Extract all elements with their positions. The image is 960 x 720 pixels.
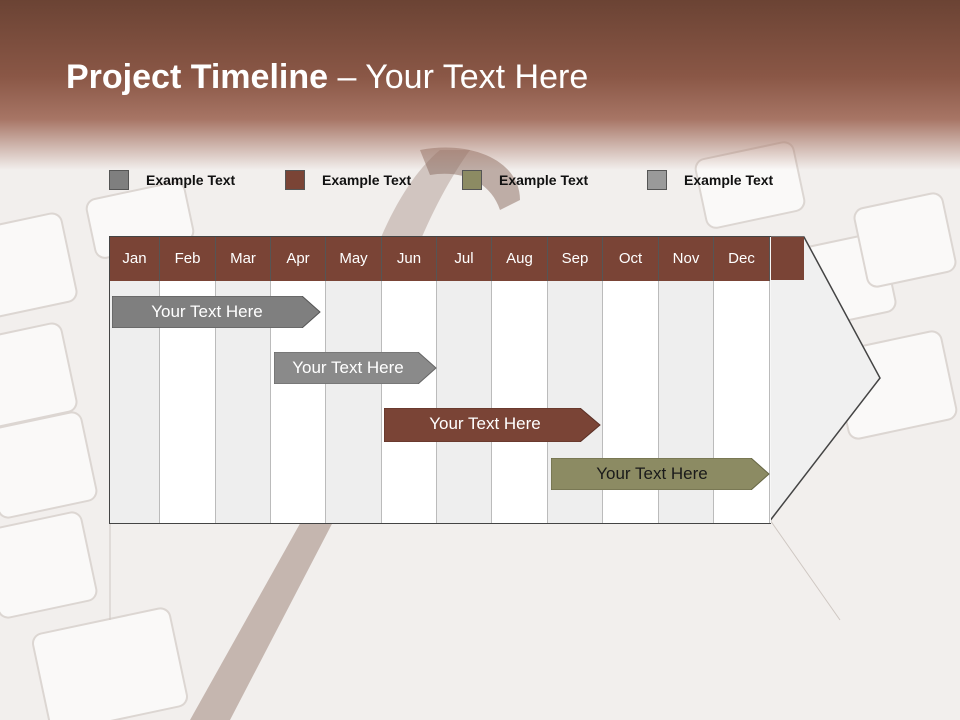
legend-swatch (647, 170, 667, 190)
task-bar[interactable]: Your Text Here (384, 408, 602, 442)
page-title: Project Timeline – Your Text Here (66, 58, 588, 97)
month-column (492, 281, 548, 523)
task-label: Your Text Here (429, 414, 541, 433)
month-header: Apr (271, 237, 326, 281)
month-header: May (326, 237, 382, 281)
title-rest: – Your Text Here (328, 58, 589, 96)
task-bar-shape (384, 408, 601, 442)
timeline-arrowhead (768, 236, 881, 525)
legend-label: Example Text (146, 172, 236, 188)
task-bar[interactable]: Your Text Here (551, 458, 771, 490)
task-label: Your Text Here (292, 358, 404, 377)
month-header: Jul (437, 237, 492, 281)
task-label: Your Text Here (151, 302, 263, 321)
legend-label: Example Text (684, 172, 774, 188)
task-bar-shape (112, 296, 321, 328)
month-column (437, 281, 492, 523)
month-column (382, 281, 437, 523)
month-header: Jan (110, 237, 160, 281)
task-bar[interactable]: Your Text Here (274, 352, 438, 384)
task-bar-shape (551, 458, 770, 490)
task-label: Your Text Here (596, 464, 708, 483)
month-header: Aug (492, 237, 548, 281)
legend-label: Example Text (322, 172, 412, 188)
legend-label: Example Text (499, 172, 589, 188)
task-bar-shape (274, 352, 437, 384)
month-header: Feb (160, 237, 216, 281)
task-bar[interactable]: Your Text Here (112, 296, 322, 328)
month-header: Jun (382, 237, 437, 281)
month-header: Nov (659, 237, 714, 281)
legend-swatch (285, 170, 305, 190)
legend-swatch (462, 170, 482, 190)
title-bold: Project Timeline (66, 58, 329, 96)
month-header: Oct (603, 237, 659, 281)
month-header: Mar (216, 237, 271, 281)
legend-swatch (109, 170, 129, 190)
month-header: Dec (714, 237, 770, 281)
month-header: Sep (548, 237, 603, 281)
header-band (0, 0, 960, 170)
month-column (326, 281, 382, 523)
